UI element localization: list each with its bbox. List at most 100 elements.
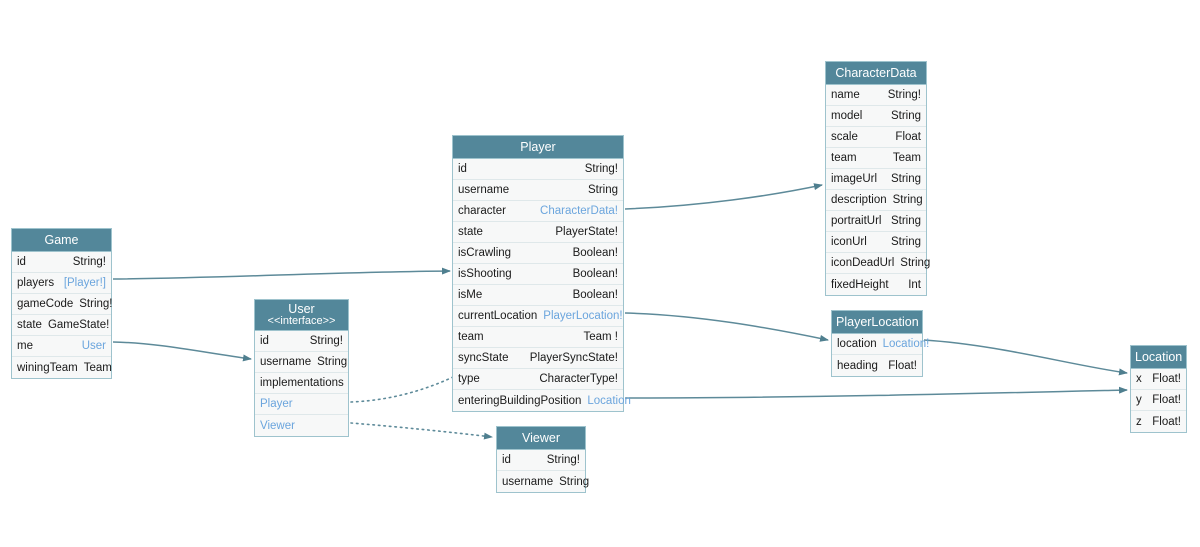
field-row: portraitUrl String [826, 211, 926, 232]
field-name: implementations [260, 377, 344, 389]
field-type[interactable]: PlayerLocation! [543, 310, 623, 322]
field-row: players [Player!] [12, 273, 111, 294]
field-name: team [831, 152, 857, 164]
entity-name: CharacterData [835, 66, 917, 80]
field-name: isShooting [458, 268, 512, 280]
field-type: GameState! [47, 319, 110, 331]
field-type: String! [584, 163, 618, 175]
entity-header-game: Game [12, 229, 111, 252]
field-type: Float! [1152, 415, 1181, 428]
entity-header-user: User<<interface>> [255, 300, 348, 331]
entity-stereotype: <<interface>> [267, 315, 336, 327]
field-name: state [458, 226, 483, 238]
field-type: Boolean! [572, 268, 618, 280]
field-type: Team ! [583, 331, 618, 343]
field-name: username [502, 475, 554, 488]
field-type: Float [895, 131, 921, 143]
entity-name: PlayerLocation [836, 315, 919, 329]
field-name: id [260, 335, 269, 347]
field-name: Viewer [260, 419, 295, 432]
field-type: String [317, 356, 348, 368]
field-name: description [831, 194, 887, 206]
field-name: iconUrl [831, 236, 867, 248]
field-type: String [900, 257, 931, 269]
field-type: String [559, 475, 590, 488]
field-name: Player [260, 398, 293, 410]
implementation-row[interactable]: Viewer [255, 415, 348, 436]
entity-name: Viewer [522, 431, 560, 445]
field-name: username [260, 356, 312, 368]
field-name: character [458, 205, 506, 217]
field-type: PlayerSyncState! [529, 352, 618, 364]
field-row: me User [12, 336, 111, 357]
field-type: CharacterType! [539, 373, 618, 385]
field-type: String [892, 194, 923, 206]
field-name: enteringBuildingPosition [458, 394, 582, 407]
entity-header-viewer: Viewer [497, 427, 585, 450]
field-row: team Team ! [453, 327, 623, 348]
field-type: Team [83, 361, 112, 374]
field-name: heading [837, 359, 878, 372]
field-name: x [1136, 373, 1142, 385]
field-type[interactable]: CharacterData! [540, 205, 618, 217]
field-type[interactable]: [Player!] [63, 277, 106, 289]
field-type: String! [72, 256, 106, 268]
implementation-row[interactable]: Player [255, 394, 348, 415]
field-type[interactable]: User [81, 340, 106, 352]
field-type: Team [892, 152, 921, 164]
field-type[interactable]: Location! [882, 338, 930, 350]
edge-playerlocation-location-to-location [923, 339, 1128, 376]
entity-name: Location [1135, 350, 1183, 364]
field-type: String [890, 215, 921, 227]
field-row: description String [826, 190, 926, 211]
field-row: isShooting Boolean! [453, 264, 623, 285]
field-type[interactable]: Location [587, 394, 631, 407]
section-row: implementations [255, 373, 348, 394]
field-row: character CharacterData! [453, 201, 623, 222]
field-type: String [890, 236, 921, 248]
entity-header-player: Player [453, 136, 623, 159]
field-row: username String [255, 352, 348, 373]
field-name: me [17, 340, 33, 352]
field-name: team [458, 331, 484, 343]
field-name: players [17, 277, 55, 289]
field-name: y [1136, 394, 1142, 406]
field-name: currentLocation [458, 310, 538, 322]
field-type: PlayerState! [555, 226, 618, 238]
field-name: portraitUrl [831, 215, 882, 227]
field-name: gameCode [17, 298, 74, 310]
field-name: state [17, 319, 42, 331]
field-type: String! [79, 298, 113, 310]
field-type: Boolean! [572, 289, 618, 301]
field-row: state PlayerState! [453, 222, 623, 243]
field-row: username String [497, 471, 589, 492]
field-row: state GameState! [12, 315, 111, 336]
field-type: Boolean! [572, 247, 618, 259]
edge-player-currentlocation-to-playerlocation [624, 312, 829, 342]
field-row: isMe Boolean! [453, 285, 623, 306]
entity-name: Game [44, 233, 79, 247]
entity-name: Player [520, 140, 556, 154]
edge-player-enteringbuildingposition-to-location [624, 386, 1128, 399]
field-name: isMe [458, 289, 483, 301]
field-row: team Team [826, 148, 926, 169]
